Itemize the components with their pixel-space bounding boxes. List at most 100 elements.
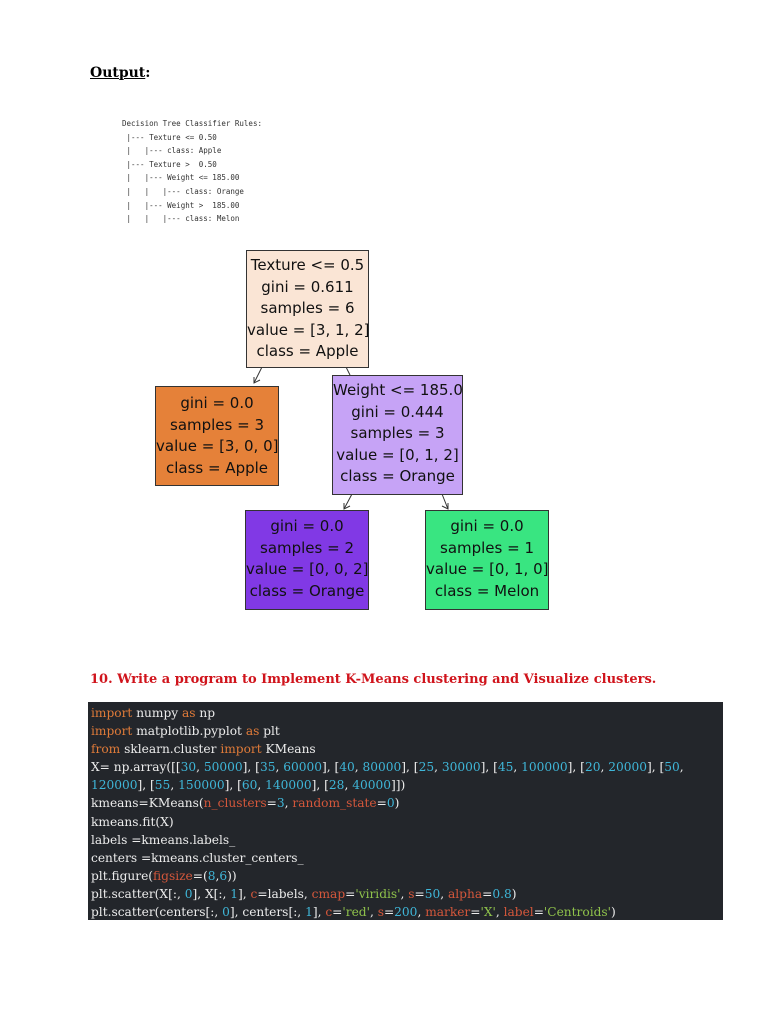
code-token: s (377, 905, 384, 920)
code-token: n_clusters (203, 796, 267, 811)
code-token: 100000 (521, 760, 568, 775)
code-token: = (383, 905, 395, 920)
node-line: Texture <= 0.5 (250, 256, 365, 274)
code-token: 'viridis' (355, 886, 401, 901)
code-token: 50000 (203, 760, 243, 775)
code-token: import (91, 724, 133, 739)
edge-right-rightright (441, 493, 449, 510)
code-token: marker (425, 905, 471, 920)
node-line: class = Apple (256, 342, 359, 360)
code-token: s (408, 886, 415, 901)
code-token: , (513, 760, 522, 775)
code-token: 0 (386, 796, 395, 811)
code-token: np (195, 706, 216, 720)
code-token: 50 (664, 760, 680, 775)
code-token: 'X' (480, 905, 496, 920)
code-token: 1 (305, 905, 313, 920)
code-token: c (325, 905, 333, 920)
code-token: 150000 (178, 778, 225, 793)
code-token: 20000 (608, 760, 647, 775)
code-token: c (250, 886, 258, 901)
node-line: gini = 0.0 (180, 394, 254, 412)
code-line: plt.scatter(centers[:, 0], centers[:, 1]… (91, 903, 720, 921)
code-token: centers =kmeans.cluster_centers_ (91, 850, 304, 865)
node-line: samples = 1 (440, 538, 534, 557)
node-line: gini = 0.611 (261, 277, 354, 296)
code-token: 55 (154, 778, 171, 793)
code-token: , (257, 778, 266, 793)
code-token: 28 (328, 778, 345, 793)
code-token: )) (227, 868, 237, 883)
code-token: 'red' (342, 905, 370, 920)
code-line: 120000], [55, 150000], [60, 140000], [28… (91, 776, 720, 794)
node-line: class = Orange (340, 467, 455, 485)
code-token: 'Centroids' (543, 905, 612, 920)
code-line: from sklearn.cluster import KMeans (91, 740, 720, 758)
code-token: , (354, 760, 363, 775)
tree-node-left: gini = 0.0 samples = 3 value = [3, 0, 0]… (155, 386, 279, 486)
node-line: gini = 0.444 (351, 402, 444, 421)
code-token: ], [ (137, 778, 155, 793)
node-line: value = [0, 1, 2] (336, 445, 459, 464)
code-token: , (495, 905, 504, 920)
node-line: class = Orange (249, 581, 365, 600)
code-token: as (245, 724, 260, 739)
node-line: value = [0, 0, 2] (246, 560, 369, 578)
code-token: , (679, 760, 684, 775)
code-token: KMeans (261, 742, 316, 757)
tree-edges (253, 366, 449, 510)
node-line: value = [3, 0, 0] (156, 437, 279, 455)
code-token: , (600, 760, 609, 775)
code-token: kmeans.fit(X) (91, 814, 174, 829)
code-token: 35 (259, 760, 276, 775)
code-token: ], X[:, (192, 886, 231, 901)
code-line: kmeans.fit(X) (91, 813, 720, 831)
output-label: Output (90, 65, 146, 81)
code-token: sklearn.cluster (120, 742, 221, 757)
code-token: alpha (448, 886, 483, 901)
code-token: =labels, (257, 886, 312, 901)
code-token: , (275, 760, 284, 775)
code-token: import (91, 706, 133, 720)
arrowhead-right-rightleft (343, 503, 351, 510)
node-line: value = [0, 1, 0] (426, 560, 549, 578)
code-token: from (91, 742, 121, 757)
code-token: , (196, 760, 204, 775)
code-token: plt (259, 724, 280, 739)
code-token: 0 (184, 886, 193, 901)
code-line: X= np.array([[30, 50000], [35, 60000], [… (91, 758, 720, 776)
code-token: 20 (584, 760, 601, 775)
code-token: = (482, 886, 493, 901)
code-token: plt.figure( (91, 868, 154, 883)
code-token: ) (394, 796, 400, 811)
code-token: ], [ (480, 760, 498, 775)
code-token: , (170, 778, 179, 793)
code-token: ], [ (321, 760, 340, 775)
code-token: ], [ (242, 760, 260, 775)
node-line: gini = 0.0 (270, 517, 344, 535)
tree-node-right: Weight <= 185.0 gini = 0.444 samples = 3… (332, 375, 463, 495)
tree-node-right-right: gini = 0.0 samples = 1 value = [0, 1, 0]… (425, 510, 549, 610)
output-colon: : (145, 65, 151, 81)
code-token: , (440, 886, 449, 901)
code-token: ], (238, 886, 251, 901)
code-token: 6 (219, 868, 228, 883)
code-token: ], (312, 905, 326, 920)
code-token: 200 (394, 905, 418, 920)
code-token: = (345, 886, 356, 901)
code-token: 80000 (362, 760, 402, 775)
node-line: samples = 3 (170, 415, 264, 434)
code-token: cmap (311, 886, 346, 901)
code-token: 60 (241, 778, 258, 793)
code-token: kmeans=KMeans( (91, 796, 204, 811)
code-token: figsize (153, 868, 193, 883)
arrowhead-right-rightright (441, 503, 449, 510)
code-token: ], [ (311, 778, 329, 793)
code-token: numpy (132, 706, 183, 720)
code-token: , (369, 905, 378, 920)
node-line: value = [3, 1, 2] (247, 320, 370, 339)
code-token: =( (192, 868, 208, 883)
code-token: ]]) (390, 778, 406, 793)
code-token: 0 (222, 905, 230, 920)
tree-node-root: Texture <= 0.5 gini = 0.611 samples = 6 … (246, 250, 369, 368)
